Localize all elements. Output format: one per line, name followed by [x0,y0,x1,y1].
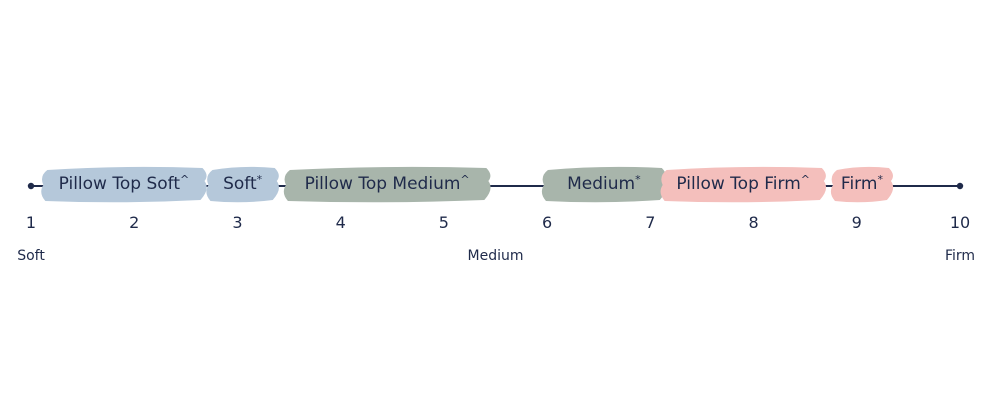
band-label: Pillow Top Firm^ [676,173,810,194]
scale-number-5: 5 [439,213,449,232]
scale-number-6: 6 [542,213,552,232]
band-firm: Firm* [830,166,894,203]
scale-word-soft: Soft [17,248,45,264]
scale-number-1: 1 [26,213,36,232]
band-label-text: Pillow Top Medium [305,174,461,194]
scale-word-medium: Medium [468,248,524,264]
band-label-mark: * [257,173,263,186]
band-label-mark: ^ [801,173,810,186]
scale-word-firm: Firm [945,248,975,264]
scale-number-7: 7 [645,213,655,232]
band-label-text: Pillow Top Soft [59,174,181,194]
band-label-mark: ^ [460,173,469,186]
band-brush [660,166,827,203]
band-label: Pillow Top Medium^ [305,173,470,194]
scale-number-10: 10 [950,213,970,232]
scale-number-3: 3 [232,213,242,232]
band-brush [541,166,667,203]
band-label: Firm* [841,173,884,194]
band-pillow-top-medium: Pillow Top Medium^ [283,166,491,203]
band-medium: Medium* [541,166,667,203]
band-label: Soft* [223,173,263,194]
band-brush [206,166,279,203]
scale-end-dot [956,182,964,190]
band-label-mark: ^ [180,173,189,186]
band-soft: Soft* [206,166,279,203]
scale-number-9: 9 [852,213,862,232]
band-brush [830,166,894,203]
band-label-mark: * [877,173,883,186]
scale-start-dot [27,182,35,190]
band-label-text: Soft [223,174,257,194]
band-brush [41,166,207,203]
band-label-text: Firm [841,174,878,194]
scale-number-8: 8 [748,213,758,232]
scale-number-4: 4 [336,213,346,232]
band-brush [283,166,491,203]
scale-number-2: 2 [129,213,139,232]
band-label-text: Medium [567,174,635,194]
band-label-mark: * [635,173,641,186]
band-pillow-top-firm: Pillow Top Firm^ [660,166,827,203]
band-label: Medium* [567,173,641,194]
band-pillow-top-soft: Pillow Top Soft^ [41,166,207,203]
band-label-text: Pillow Top Firm [676,174,800,194]
band-label: Pillow Top Soft^ [59,173,190,194]
